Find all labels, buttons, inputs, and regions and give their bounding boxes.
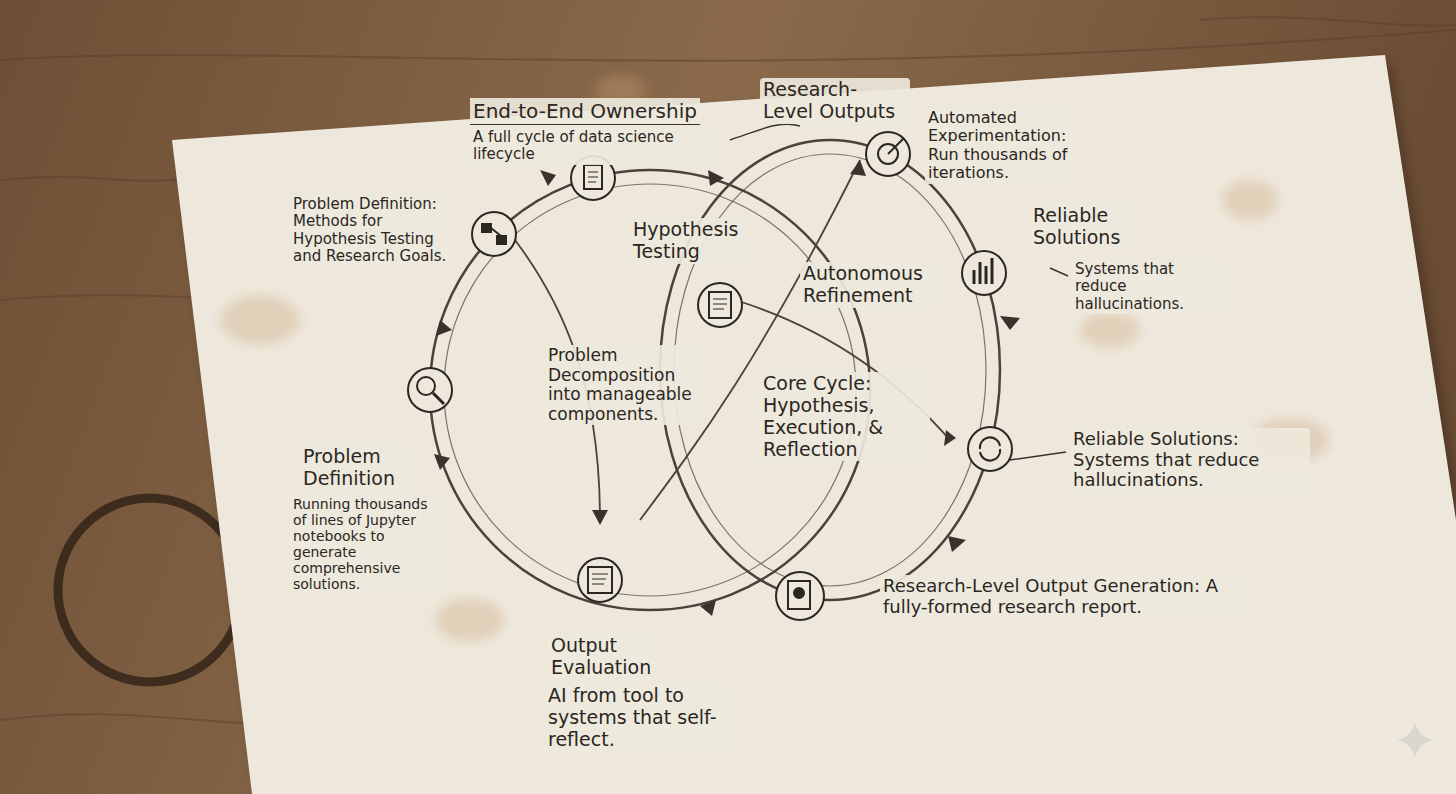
notebook-icon: [698, 283, 742, 327]
flowchart-icon: [472, 212, 516, 256]
note-label: Problem Definition: [300, 445, 410, 491]
note-label: Hypothesis Testing: [630, 218, 745, 264]
sparkle-watermark: [1397, 722, 1433, 758]
cycle-icon: [968, 427, 1012, 471]
notebook-icon: [578, 558, 622, 602]
napkin: [172, 55, 1456, 794]
target-icon: [866, 132, 910, 176]
bar-chart-icon: [962, 251, 1006, 295]
note-label: Systems that reduce hallucinations.: [1072, 260, 1222, 314]
cycle-ring: [430, 140, 1000, 610]
note-label: Research-Level Outputs: [760, 78, 910, 124]
ring-arrowheads: [434, 160, 1020, 616]
note-label: Research-Level Output Generation: A full…: [880, 575, 1250, 618]
ring-icons: [408, 132, 1012, 620]
note-label: Automated Experimentation: Run thousands…: [925, 108, 1075, 184]
note-label: Problem Decomposition into manageable co…: [545, 345, 695, 425]
coffee-stains: [220, 75, 1330, 642]
coffee-ring: [58, 498, 242, 682]
note-label: Core Cycle: Hypothesis, Execution, & Ref…: [760, 372, 930, 461]
title: End-to-End Ownership: [470, 98, 700, 125]
report-icon: [776, 572, 824, 620]
magnifier-icon: [408, 368, 452, 412]
note-label: Reliable Solutions: Systems that reduce …: [1070, 428, 1310, 492]
note-label: Autonomous Refinement: [800, 262, 935, 308]
note-label: A full cycle of data science lifecycle: [470, 128, 720, 165]
note-label: Output Evaluation: [548, 634, 658, 680]
note-label: Running thousands of lines of Jupyter no…: [290, 495, 440, 594]
note-label: Problem Definition: Methods for Hypothes…: [290, 195, 450, 266]
note-label: AI from tool to systems that self-reflec…: [545, 684, 725, 752]
note-label: Reliable Solutions: [1030, 204, 1140, 250]
